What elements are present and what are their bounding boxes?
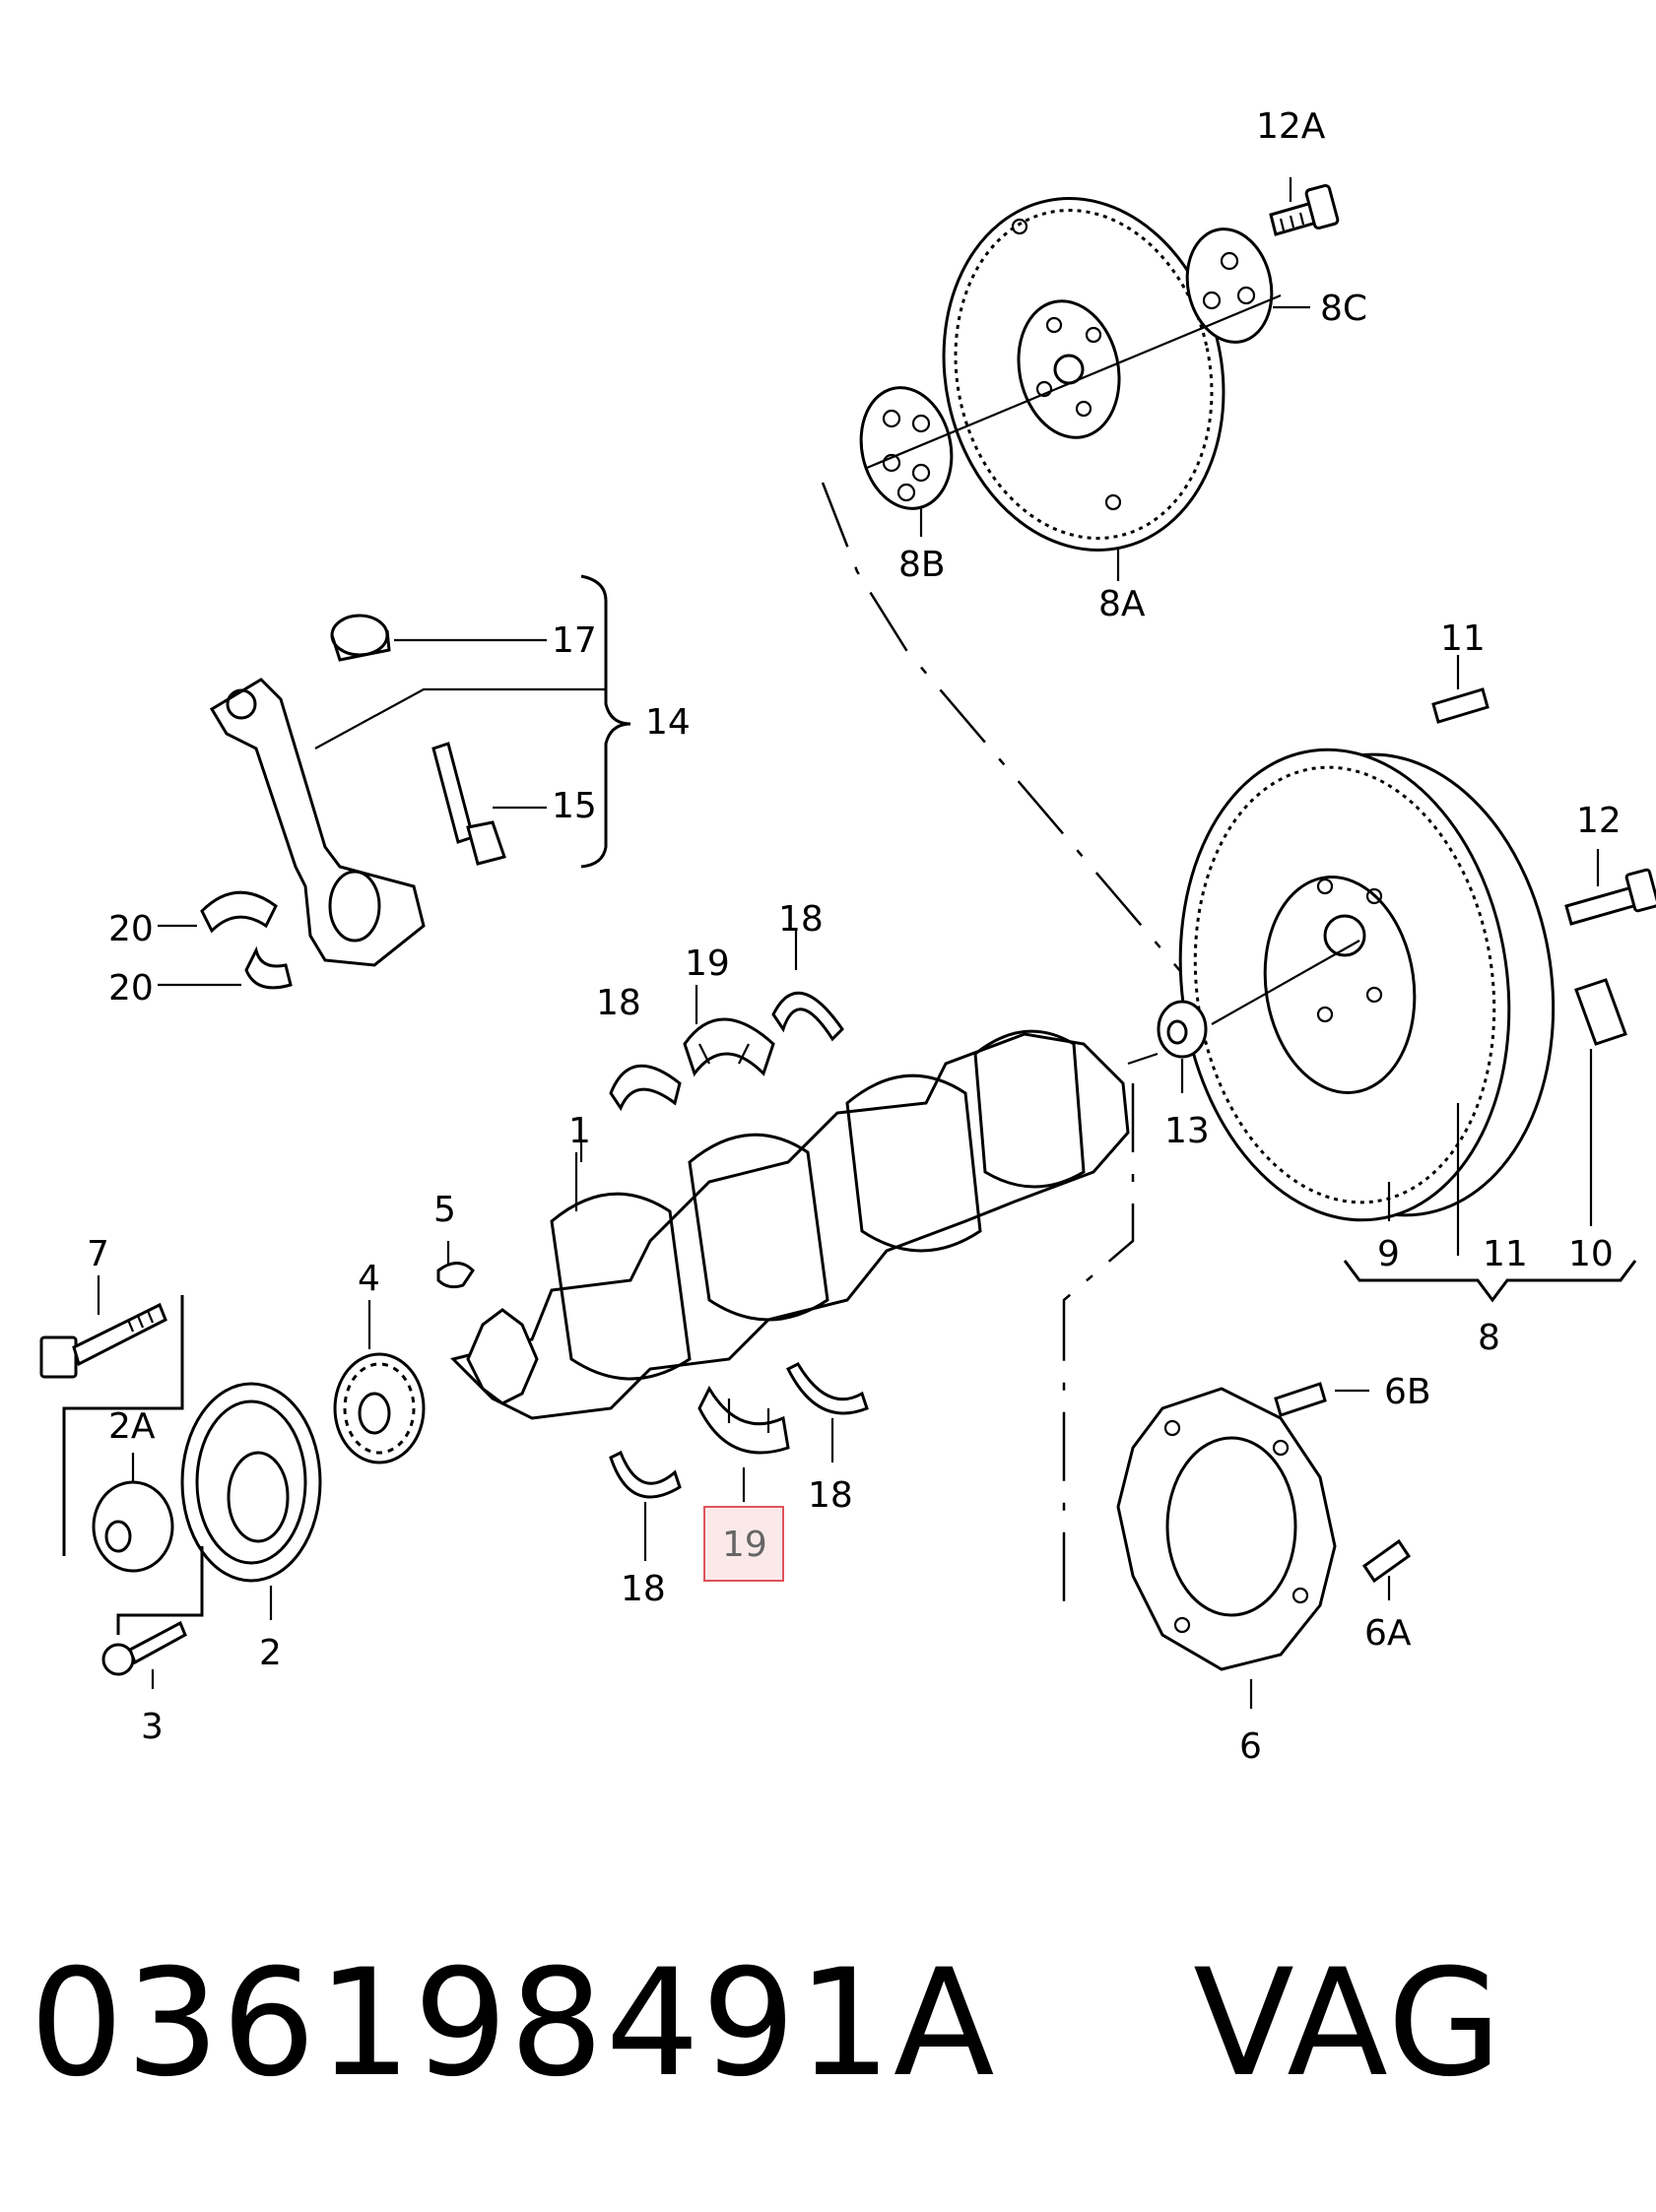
bushing-17 — [330, 614, 391, 662]
label-8: 8 — [1478, 1318, 1500, 1358]
plate-8B — [859, 386, 954, 510]
crankshaft-1 — [450, 1029, 1159, 1420]
highlighted-callout-box — [703, 1506, 784, 1582]
label-20-lower: 20 — [108, 968, 154, 1008]
label-4: 4 — [358, 1259, 380, 1299]
label-10: 10 — [1568, 1234, 1614, 1274]
bolt-12A — [1269, 183, 1340, 236]
label-2A: 2A — [108, 1406, 156, 1447]
screw-6A — [1361, 1538, 1412, 1584]
thrust-washer-18-lower-right — [785, 1362, 869, 1415]
centre-axis-lines — [821, 482, 1193, 1605]
label-12: 12 — [1576, 801, 1622, 841]
label-9: 9 — [1377, 1234, 1400, 1274]
label-7: 7 — [87, 1234, 109, 1274]
label-20-upper: 20 — [108, 909, 154, 949]
brand-name: VAG — [1193, 1938, 1504, 2110]
label-6B: 6B — [1384, 1372, 1431, 1412]
bracket-14 — [580, 574, 631, 869]
bolt-12 — [1564, 868, 1656, 926]
label-15: 15 — [552, 786, 597, 826]
label-8A: 8A — [1098, 584, 1146, 624]
sealing-flange-6 — [1116, 1387, 1337, 1671]
label-6: 6 — [1239, 1726, 1262, 1767]
flywheel-axis — [866, 293, 1282, 470]
leader-lines — [97, 177, 1600, 1709]
label-11-ring: 11 — [1483, 1234, 1528, 1274]
part-caption: 036198491A VAG — [30, 1925, 1625, 2122]
leader-14-rod — [314, 687, 606, 749]
woodruff-key-5 — [436, 1262, 475, 1289]
spacer-13 — [1157, 1000, 1208, 1059]
bracket-2 — [62, 1295, 204, 1635]
timing-sprocket-4 — [333, 1352, 426, 1464]
dowel-10 — [1574, 978, 1627, 1046]
label-14: 14 — [645, 702, 691, 743]
rod-bearing-shells-20 — [200, 890, 293, 990]
dowel-11 — [1431, 687, 1490, 724]
dual-mass-flywheel-9 — [1178, 748, 1556, 1222]
label-18-lower-left: 18 — [621, 1569, 666, 1609]
label-5: 5 — [433, 1190, 456, 1230]
stud-6B — [1274, 1382, 1327, 1417]
label-13: 13 — [1164, 1111, 1210, 1151]
thrust-washer-18-upper-right — [771, 991, 844, 1042]
bracket-8 — [1343, 1260, 1637, 1303]
label-17: 17 — [552, 620, 597, 661]
washer-2A — [92, 1480, 174, 1573]
exploded-parts-diagram: 12A 8C 8B 8A 17 14 11 15 12 18 20 19 20 … — [39, 106, 1656, 1767]
label-8C: 8C — [1320, 289, 1367, 329]
label-18-top-left: 18 — [596, 983, 641, 1023]
label-3: 3 — [141, 1707, 164, 1747]
label-1: 1 — [568, 1111, 591, 1151]
label-18-lower-right: 18 — [808, 1475, 853, 1516]
label-19-highlighted: 19 — [722, 1525, 767, 1565]
flywheel-8A — [942, 197, 1225, 552]
thrust-washer-18-upper-left — [609, 1064, 682, 1112]
bearing-shell-19-upper — [683, 1017, 775, 1077]
label-18-top-right: 18 — [778, 899, 824, 940]
label-19-top: 19 — [685, 943, 730, 984]
part-number: 036198491A — [30, 1938, 997, 2110]
rod-bolt-15 — [431, 742, 506, 866]
plate-8C — [1185, 228, 1274, 344]
bearing-shell-19-lower — [697, 1385, 790, 1455]
dmf-axis — [1211, 940, 1360, 1025]
pulley-2 — [180, 1382, 322, 1583]
connecting-rod — [209, 678, 426, 967]
bolt-7 — [39, 1302, 167, 1379]
callout-labels: 12A 8C 8B 8A 17 14 11 15 12 18 20 19 20 … — [87, 106, 1622, 1767]
label-6A: 6A — [1364, 1613, 1412, 1654]
label-8B: 8B — [898, 545, 946, 585]
label-2: 2 — [259, 1633, 282, 1673]
label-11-dowel: 11 — [1440, 618, 1486, 659]
thrust-washer-18-lower-left — [609, 1450, 682, 1499]
bolt-3 — [101, 1620, 187, 1676]
label-12A: 12A — [1256, 106, 1326, 147]
